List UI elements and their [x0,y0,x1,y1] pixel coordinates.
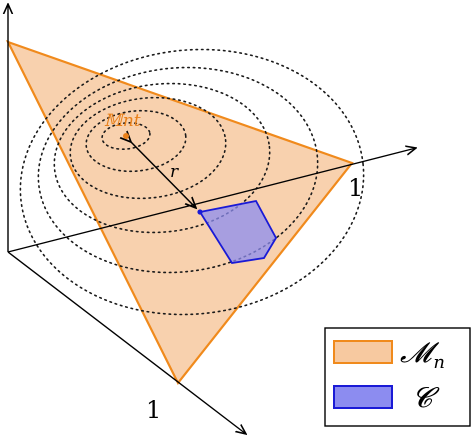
level-curve-3 [69,96,227,200]
radius-arrow [131,142,196,208]
level-curve-6 [19,48,365,316]
x-axis [7,148,416,253]
legend-swatch-simplex [333,340,393,364]
x-axis-unit-label: 1 [348,174,363,202]
y-axis-unit-label: 1 [146,396,161,424]
center-point [123,133,129,139]
projection-point [197,209,203,215]
level-curve-4 [53,82,271,234]
center-point-label: 𝕄nt [104,111,141,131]
convex-set-c [198,199,278,264]
level-curve-5 [37,66,319,274]
legend-swatch-convex-set [333,385,393,409]
radius-label: r [170,162,179,182]
y-axis [7,251,246,434]
